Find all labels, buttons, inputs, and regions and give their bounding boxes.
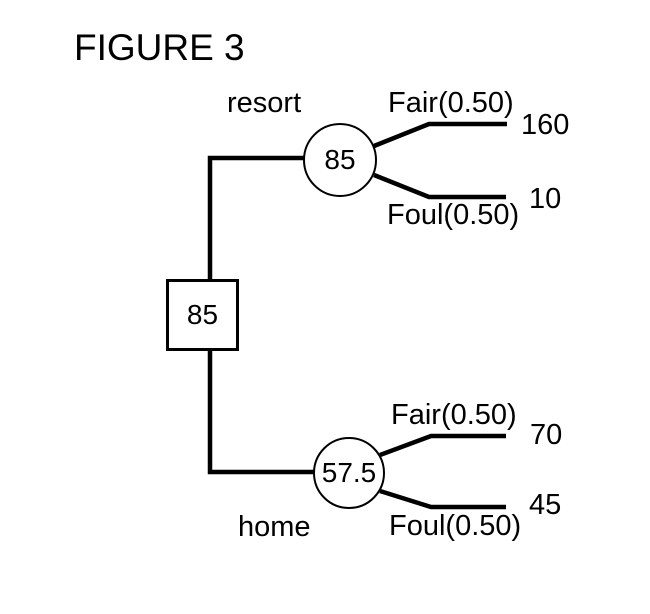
chance-node-home-value: 57.5	[321, 457, 377, 488]
chance-node-home: 57.5	[313, 437, 385, 509]
branch-label-home: home	[238, 511, 311, 543]
payoff-value-resort-foul: 10	[529, 183, 562, 215]
chance-node-resort: 85	[303, 123, 377, 197]
branch-line-resort-fair	[373, 121, 507, 149]
payoff-value-home-foul: 45	[529, 489, 562, 521]
chance-node-resort-value: 85	[324, 144, 356, 175]
payoff-value-home-fair: 70	[530, 419, 563, 451]
branch-label-resort: resort	[227, 87, 302, 119]
outcome-label-home-fair: Fair(0.50)	[391, 399, 517, 431]
branch-line-home-foul	[379, 488, 506, 510]
decision-node-square: 85	[166, 279, 239, 351]
connector-line-home	[207, 349, 315, 475]
branch-line-home-fair	[379, 433, 506, 458]
outcome-label-resort-foul: Foul(0.50)	[387, 199, 520, 231]
connector-line-resort	[207, 155, 306, 281]
outcome-label-home-foul: Foul(0.50)	[389, 510, 522, 542]
payoff-value-resort-fair: 160	[521, 109, 570, 141]
decision-node-value: 85	[186, 299, 219, 330]
figure-title: FIGURE 3	[74, 27, 245, 68]
branch-line-resort-foul	[373, 172, 506, 200]
outcome-label-resort-fair: Fair(0.50)	[388, 87, 514, 119]
